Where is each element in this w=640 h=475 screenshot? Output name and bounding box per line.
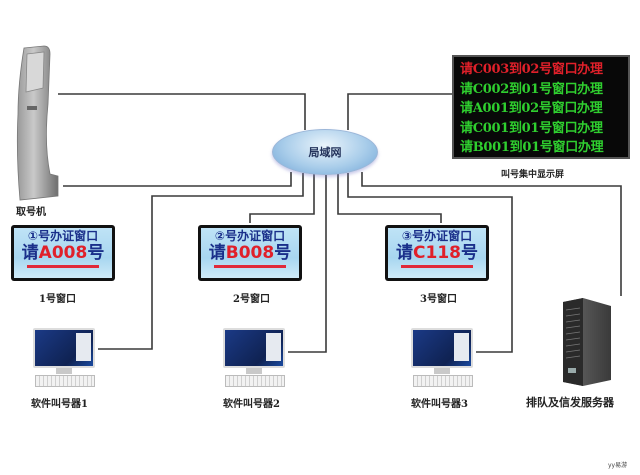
- call-prefix: 请: [21, 243, 39, 263]
- window-subtext-bar: [401, 265, 473, 268]
- display-row: 请C001到01号窗口办理: [460, 120, 603, 136]
- central-display-label: 叫号集中显示屏: [501, 170, 565, 180]
- window-subtext-bar: [214, 265, 286, 268]
- ticket-number: C118: [413, 243, 461, 263]
- window-display-1: ①号办证窗口 请A008号: [11, 225, 115, 281]
- window-title: ①号办证窗口: [27, 229, 99, 243]
- call-suffix: 号: [460, 243, 478, 263]
- caller-label-2: 软件叫号器2: [223, 399, 280, 410]
- central-display: 请C003到02号窗口办理 请C002到01号窗口办理 请A001到02号窗口办…: [452, 55, 630, 159]
- computer-icon: [31, 328, 97, 390]
- wire-kiosk-top: [58, 93, 306, 130]
- window-title: ②号办证窗口: [214, 229, 286, 243]
- computer-icon: [409, 328, 475, 390]
- display-row: 请C003到02号窗口办理: [460, 62, 603, 77]
- wire-window1: [63, 172, 292, 187]
- display-row: 请C002到01号窗口办理: [460, 81, 603, 97]
- computer-icon: [221, 328, 287, 390]
- lan-label: 局域网: [308, 146, 342, 159]
- window-label-1: 1号窗口: [39, 294, 76, 305]
- ticket-kiosk-icon: [16, 45, 59, 201]
- lan-cloud: 局域网: [272, 129, 378, 175]
- wire-caller3: [347, 173, 513, 353]
- call-suffix: 号: [274, 243, 292, 263]
- call-suffix: 号: [87, 243, 105, 263]
- server-icon: [563, 298, 611, 386]
- window-display-3: ③号办证窗口 请C118号: [385, 225, 489, 281]
- wire-caller1: [98, 173, 304, 350]
- ticket-number: B008: [225, 243, 275, 263]
- window-display-2: ②号办证窗口 请B008号: [198, 225, 302, 281]
- window-subtext-bar: [27, 265, 99, 268]
- window-title: ③号办证窗口: [401, 229, 473, 243]
- kiosk-label: 取号机: [16, 207, 46, 218]
- display-row: 请A001到02号窗口办理: [460, 101, 603, 116]
- wire-server: [361, 172, 622, 296]
- server-label: 排队及信发服务器: [526, 396, 614, 409]
- window-label-3: 3号窗口: [420, 294, 457, 305]
- caller-label-1: 软件叫号器1: [31, 399, 88, 410]
- call-prefix: 请: [396, 243, 414, 263]
- ticket-number: A008: [38, 243, 88, 263]
- wire-display: [347, 93, 452, 130]
- wire-caller2: [288, 175, 327, 353]
- window-label-2: 2号窗口: [233, 294, 270, 305]
- wire-window2: [249, 174, 315, 223]
- caller-label-3: 软件叫号器3: [411, 399, 468, 410]
- watermark: yy易游: [608, 462, 628, 469]
- call-prefix: 请: [208, 243, 226, 263]
- display-row: 请B001到01号窗口办理: [460, 140, 604, 155]
- wire-window3: [337, 174, 442, 223]
